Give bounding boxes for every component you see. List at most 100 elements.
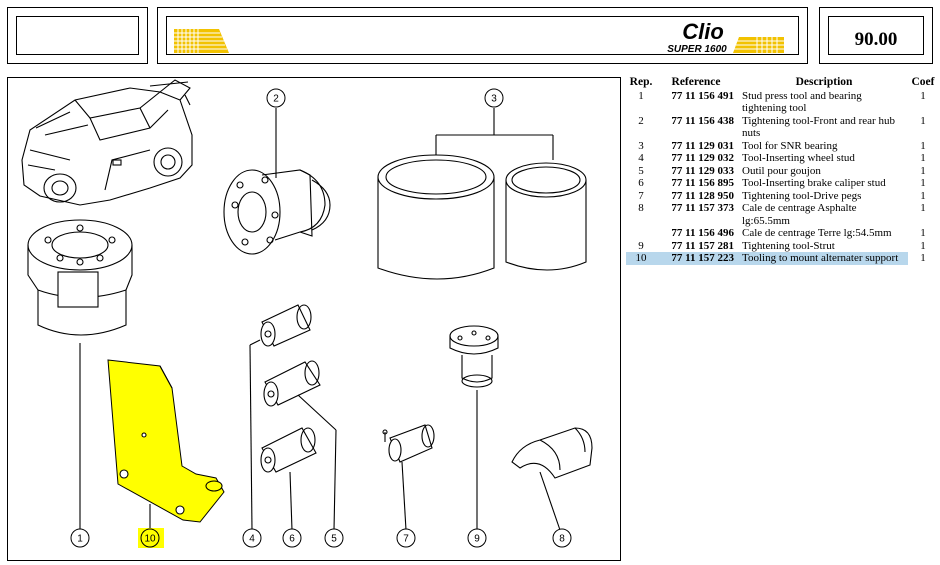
cell-coef: 1 <box>920 177 926 189</box>
part-10-illustration <box>107 359 225 528</box>
col-header-description: Description <box>795 76 853 88</box>
cell-description: Cale de centrage Terre lg:54.5mm <box>742 227 892 239</box>
cell-description: Tightening tool-Strut <box>742 239 835 252</box>
cell-rep: 2 <box>638 114 644 127</box>
cell-coef: 1 <box>920 202 926 214</box>
part-3-illustration <box>377 108 587 280</box>
cell-reference: 77 11 157 373 <box>671 202 734 214</box>
cell-rep: 8 <box>638 202 644 214</box>
callouts <box>70 88 572 548</box>
cell-coef: 1 <box>920 139 926 152</box>
header-brand-box: Clio SUPER 1600 <box>157 7 808 64</box>
callout-10 <box>140 528 160 548</box>
brand-title: Clio <box>682 19 724 44</box>
brand-stripes-right-icon <box>733 37 784 53</box>
table-row: 8 77 11 157 373 Cale de centrage Asphalt… <box>626 202 938 227</box>
callout-4 <box>242 528 262 548</box>
callout-5 <box>324 528 344 548</box>
cell-coef: 1 <box>920 239 926 252</box>
callout-10-label: 10 <box>144 534 156 545</box>
table-row: 77 11 156 496 Cale de centrage Terre lg:… <box>626 227 938 240</box>
table-row: 1 77 11 156 491 Stud press tool and bear… <box>626 90 938 115</box>
cell-reference: 77 11 157 223 <box>656 252 740 265</box>
cell-coef: 1 <box>920 114 926 127</box>
cell-coef: 1 <box>920 89 926 102</box>
callout-1 <box>70 528 90 548</box>
cell-reference: 77 11 129 031 <box>671 139 734 152</box>
cell-coef: 1 <box>920 252 926 264</box>
cell-reference: 77 11 128 950 <box>671 189 734 202</box>
cell-description: Outil pour goujon <box>742 164 821 177</box>
cell-rep: 10 <box>626 252 656 265</box>
cell-reference: 77 11 156 895 <box>671 177 734 189</box>
part-4-illustration <box>249 304 312 531</box>
callout-9-label: 9 <box>474 534 480 545</box>
callout-8-label: 8 <box>559 534 565 545</box>
car-illustration <box>21 79 193 206</box>
callout-2-label: 2 <box>273 94 279 105</box>
callout-6 <box>282 528 302 548</box>
part-8-illustration <box>511 427 593 531</box>
callout-7 <box>396 528 416 548</box>
table-row: 3 77 11 129 031 Tool for SNR bearing 1 <box>626 140 938 153</box>
brand-stripes-left-icon <box>174 29 229 53</box>
table-row: 5 77 11 129 033 Outil pour goujon 1 <box>626 165 938 178</box>
col-header-reference: Reference <box>671 76 721 88</box>
cell-description: Tool-Inserting brake caliper stud <box>742 177 886 189</box>
header-left-box <box>7 7 148 64</box>
cell-coef: 1 <box>920 152 926 164</box>
col-header-rep: Rep. <box>629 76 653 88</box>
callout-5-label: 5 <box>331 534 337 545</box>
callout-3 <box>484 88 504 108</box>
cell-rep: 1 <box>638 89 644 102</box>
cell-rep: 9 <box>638 239 644 252</box>
cell-rep: 5 <box>638 164 644 177</box>
table-row: 9 77 11 157 281 Tightening tool-Strut 1 <box>626 240 938 253</box>
cell-reference: 77 11 129 032 <box>671 152 734 164</box>
part-5-illustration <box>263 360 337 531</box>
callout-1-label: 1 <box>77 534 83 545</box>
part-2-illustration <box>223 108 331 255</box>
brand-subtitle: SUPER 1600 <box>667 44 727 55</box>
parts-table: Rep. Reference Description Coef 1 77 11 … <box>626 76 938 265</box>
callout-8 <box>552 528 572 548</box>
page-number: 90.00 <box>854 29 898 50</box>
cell-description: Tooling to mount alternater support <box>740 252 908 265</box>
table-header-row: Rep. Reference Description Coef <box>626 76 938 90</box>
header-page-box: 90.00 <box>819 7 933 64</box>
cell-coef: 1 <box>920 164 926 177</box>
table-row: 6 77 11 156 895 Tool-Inserting brake cal… <box>626 177 938 190</box>
table-row-highlighted: 10 77 11 157 223 Tooling to mount altern… <box>626 252 938 265</box>
col-header-coef: Coef <box>911 76 935 88</box>
cell-coef: 1 <box>920 227 926 239</box>
cell-coef: 1 <box>920 189 926 202</box>
cell-rep: 4 <box>638 152 644 164</box>
cell-description: Stud press tool and bearing tightening t… <box>742 89 862 115</box>
part-6-illustration <box>260 427 317 531</box>
cell-reference: 77 11 156 438 <box>671 114 734 127</box>
part-9-illustration <box>449 325 499 530</box>
table-row: 2 77 11 156 438 Tightening tool-Front an… <box>626 115 938 140</box>
callout-4-label: 4 <box>249 534 255 545</box>
cell-rep: 7 <box>638 189 644 202</box>
header-brand-inner: Clio SUPER 1600 <box>166 16 799 55</box>
table-row: 7 77 11 128 950 Tightening tool-Drive pe… <box>626 190 938 203</box>
callout-3-label: 3 <box>491 94 497 105</box>
cell-rep <box>626 227 656 240</box>
cell-description: Tool-Inserting wheel stud <box>742 152 855 164</box>
cell-description: Cale de centrage Asphalte lg:65.5mm <box>742 202 857 227</box>
cell-description: Tightening tool-Drive pegs <box>742 189 862 202</box>
callout-9 <box>467 528 487 548</box>
cell-reference: 77 11 156 491 <box>671 89 734 102</box>
part-7-illustration <box>382 424 435 531</box>
header-page-inner: 90.00 <box>828 16 924 55</box>
cell-rep: 6 <box>638 177 644 189</box>
callout-2 <box>266 88 286 108</box>
cell-reference: 77 11 129 033 <box>671 164 734 177</box>
parts-drawing-frame <box>7 77 621 561</box>
cell-reference: 77 11 157 281 <box>671 239 734 252</box>
cell-rep: 3 <box>638 139 644 152</box>
header-left-inner <box>16 16 139 55</box>
callout-7-label: 7 <box>403 534 409 545</box>
